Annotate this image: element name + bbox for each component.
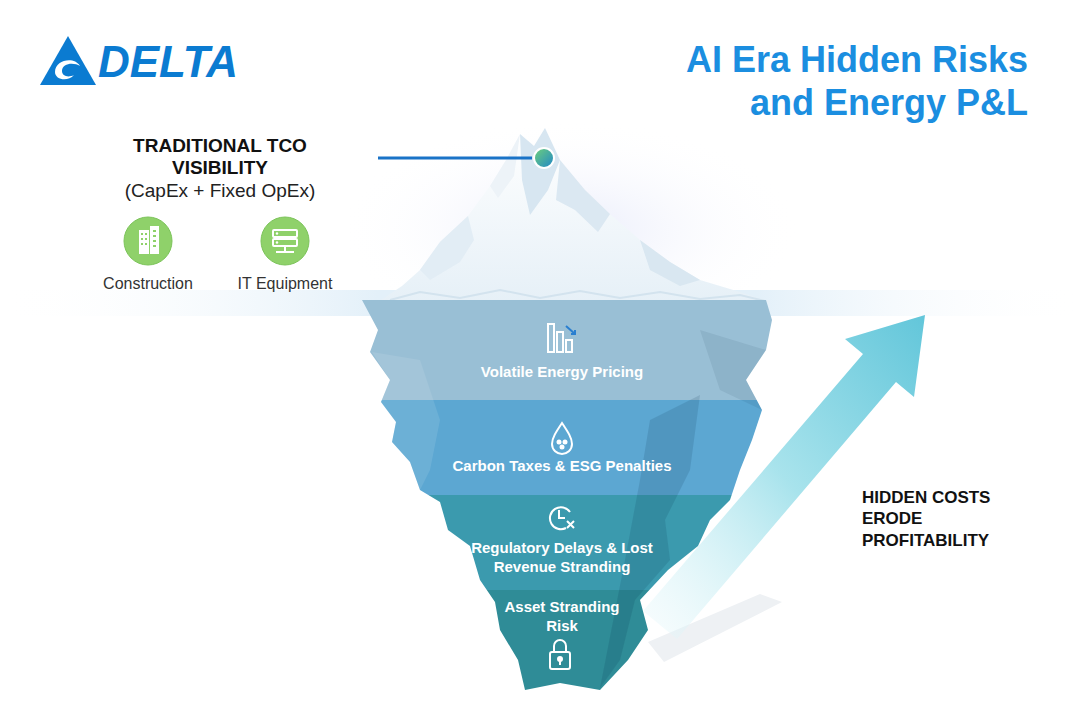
icon bbox=[123, 216, 173, 266]
iceberg-band: Volatile Energy Pricing bbox=[355, 300, 780, 400]
iceberg-band: Carbon Taxes & ESG Penalties bbox=[355, 400, 780, 495]
leader-dot bbox=[534, 148, 554, 168]
band-shape bbox=[355, 400, 780, 495]
icon bbox=[260, 216, 310, 266]
icon-tile: Construction bbox=[88, 216, 208, 296]
tco-subheading: (CapEx + Fixed OpEx) bbox=[70, 180, 370, 203]
iceberg-band: Asset Stranding Risk bbox=[355, 590, 780, 692]
iceberg-tip bbox=[378, 128, 770, 302]
icon-label: Construction bbox=[78, 274, 218, 293]
band-label: Volatile Energy Pricing bbox=[432, 363, 692, 382]
icon-label: IT Equipment bbox=[215, 274, 355, 293]
band-label: Asset Stranding Risk bbox=[492, 598, 632, 636]
leader-line bbox=[378, 157, 532, 160]
icon-tile: IT Equipment bbox=[225, 216, 345, 296]
side-note: HIDDEN COSTS ERODE PROFITABILITY bbox=[862, 487, 1027, 551]
logo-mark bbox=[40, 36, 96, 85]
logo-text: DELTA bbox=[98, 38, 248, 86]
iceberg-band: Regulatory Delays & Lost Revenue Strandi… bbox=[355, 495, 780, 590]
band-label: Carbon Taxes & ESG Penalties bbox=[422, 457, 702, 476]
title: AI Era Hidden Risks and Energy P&L bbox=[628, 38, 1028, 124]
tco-heading: TRADITIONAL TCO VISIBILITY bbox=[100, 135, 340, 179]
band-shape bbox=[355, 300, 780, 400]
band-label: Regulatory Delays & Lost Revenue Strandi… bbox=[471, 539, 653, 577]
